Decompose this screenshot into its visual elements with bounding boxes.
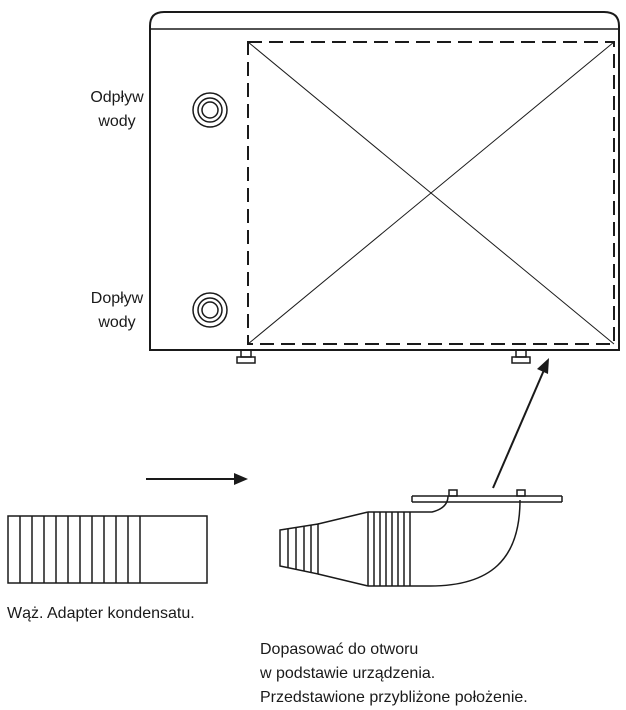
placement-arrow: [492, 358, 549, 489]
water-outlet-label: Odpływ wody: [72, 86, 162, 134]
hose: [7, 515, 208, 584]
instruction-line-1: Dopasować do otworu: [260, 641, 419, 658]
foot-right: [511, 349, 531, 364]
hose-adapter-caption: Wąż. Adapter kondensatu.: [7, 602, 195, 626]
water-outlet-port-icon: [192, 92, 228, 128]
instruction-note: Dopasować do otworu w podstawie urządzen…: [260, 638, 528, 710]
foot-left: [236, 349, 256, 364]
device-unit: [149, 11, 620, 364]
water-outlet-label-line1: Odpływ: [90, 89, 144, 106]
base-outline-dashed: [247, 41, 615, 345]
water-inlet-port-icon: [192, 292, 228, 328]
device-housing: [149, 11, 620, 351]
instruction-line-2: w podstawie urządzenia.: [260, 665, 436, 682]
cross-line-2: [247, 41, 615, 345]
water-inlet-label-line2: wody: [98, 314, 136, 331]
water-outlet-label-line2: wody: [98, 113, 136, 130]
hose-adapter-caption-text: Wąż. Adapter kondensatu.: [7, 605, 195, 622]
water-inlet-label: Dopływ wody: [72, 287, 162, 335]
condensate-adapter: [279, 489, 563, 587]
instruction-line-3: Przedstawione przybliżone położenie.: [260, 689, 528, 706]
water-inlet-label-line1: Dopływ: [90, 290, 144, 307]
pointer-arrow: [146, 473, 248, 485]
